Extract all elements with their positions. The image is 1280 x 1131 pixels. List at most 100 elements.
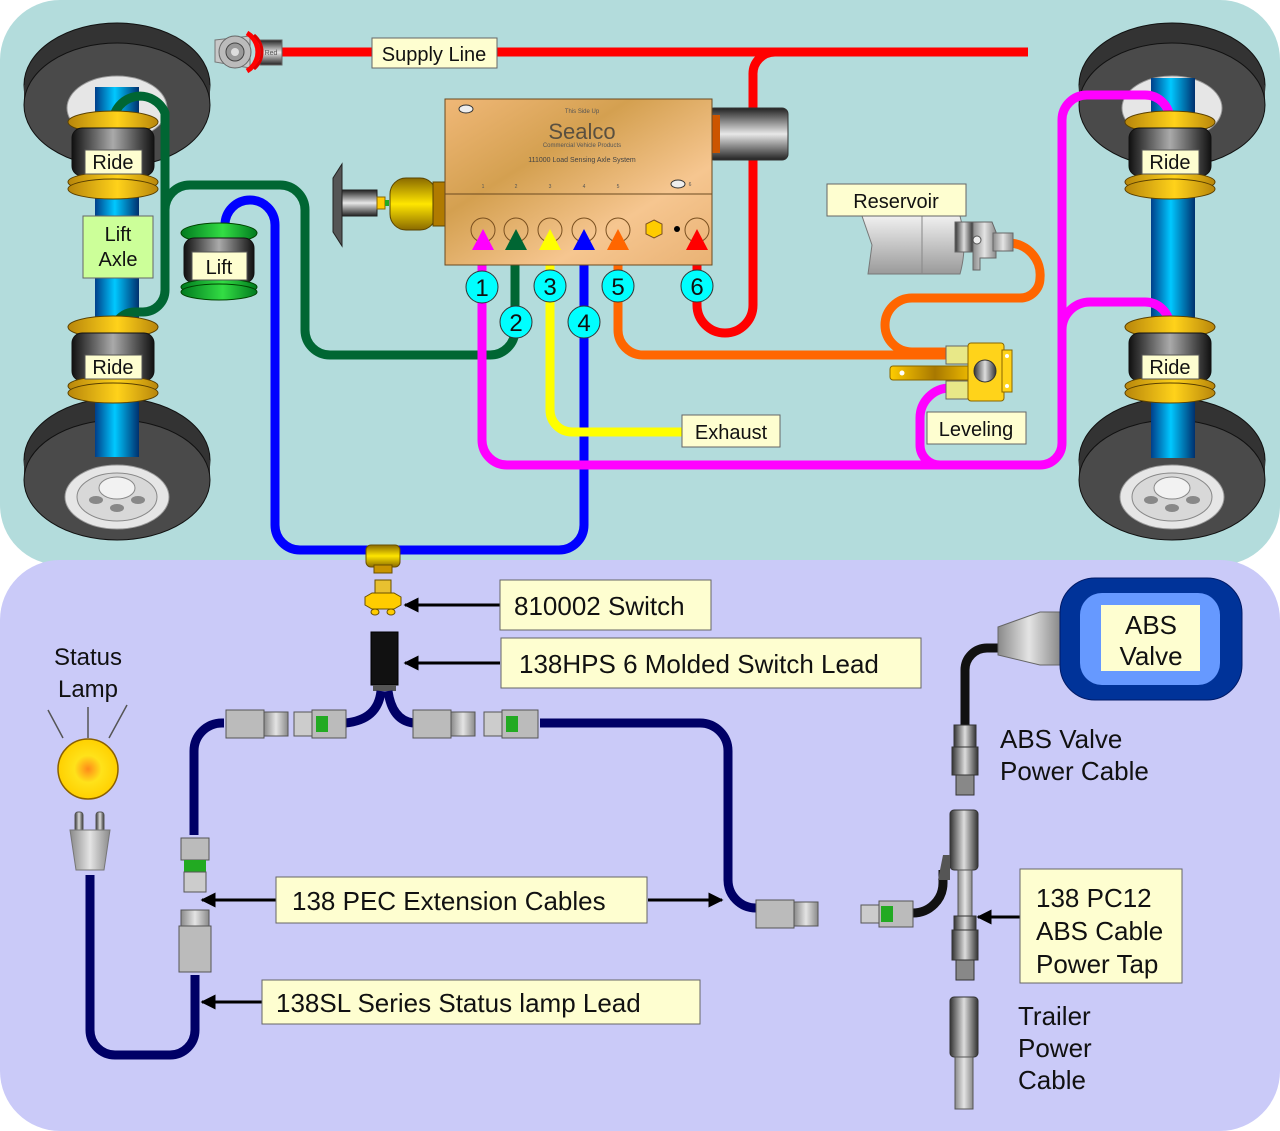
- lift-axle-label-box: Lift Axle: [82, 215, 154, 279]
- extension-cable-left: [189, 718, 227, 835]
- callout-switch-lead-label: 138HPS 6 Molded Switch Lead: [519, 649, 879, 679]
- port-5-hose: [613, 245, 950, 360]
- lift-axle-label-line2: Axle: [99, 249, 138, 271]
- abs-power-cable-connector: [951, 724, 979, 796]
- callout-extension-cables-label: 138 PEC Extension Cables: [292, 886, 606, 916]
- svg-text:5: 5: [611, 274, 624, 301]
- air-bag-ride-right-bottom: Ride: [1124, 315, 1216, 404]
- abs-valve-cable: [960, 643, 1000, 725]
- leveling-magenta-hose: [915, 383, 951, 470]
- ride-label: Ride: [1149, 357, 1190, 379]
- ride-label: Ride: [1149, 152, 1190, 174]
- supply-line-label: Supply Line: [382, 44, 487, 66]
- right-axle-magenta-branch: [1057, 297, 1175, 331]
- port-badge-1: 1: [465, 270, 499, 304]
- lift-axle-label: Lift: [105, 224, 132, 246]
- power-tap-connector: [860, 900, 914, 928]
- abs-valve-label-line2: Valve: [1119, 641, 1182, 671]
- box-port-number: 4: [583, 184, 586, 190]
- port-4-hose: [220, 195, 589, 555]
- callout-power-tap: 138 PC12 ABS Cable Power Tap: [1019, 868, 1183, 984]
- port-badge-2: 2: [499, 305, 533, 339]
- connector-plug: [225, 709, 289, 739]
- port-badge-4: 4: [567, 305, 601, 339]
- lift-label: Lift: [206, 257, 233, 279]
- status-lamp: [47, 704, 128, 800]
- ride-label: Ride: [92, 357, 133, 379]
- abs-power-cable-label-line2: Power Cable: [1000, 756, 1149, 786]
- brand-name: Sealco: [548, 119, 615, 144]
- port-2-hose: [160, 180, 520, 360]
- callout-status-lamp-lead: 138SL Series Status lamp Lead: [261, 979, 701, 1025]
- trailer-power-cable-label-line2: Power: [1018, 1033, 1092, 1063]
- reservoir-tank: [861, 215, 1014, 275]
- wheel-right-bottom: [1078, 397, 1266, 541]
- svg-text:1: 1: [475, 275, 488, 302]
- trailer-power-cable-label-line3: Cable: [1018, 1065, 1086, 1095]
- box-port-number: 2: [515, 184, 518, 190]
- reservoir-orange-hose: [880, 238, 1045, 357]
- status-lamp-label-line2: Lamp: [58, 676, 118, 703]
- callout-switch-label: 810002 Switch: [514, 591, 685, 621]
- trailer-power-cable-label: Trailer: [1018, 1001, 1091, 1031]
- glad-hand-tag: Red: [265, 50, 278, 57]
- callout-extension-cables: 138 PEC Extension Cables: [275, 876, 648, 924]
- svg-text:4: 4: [577, 310, 590, 337]
- abs-power-cable-label: ABS Valve: [1000, 724, 1122, 754]
- leveling-valve: [889, 342, 1013, 402]
- brass-tee-fitting: [365, 544, 401, 574]
- connector-receptacle-vertical: [180, 837, 210, 893]
- port-badge-3: 3: [533, 269, 567, 303]
- port-badges: 1 2 3 4 5 6: [465, 269, 714, 339]
- svg-text:6: 6: [690, 274, 703, 301]
- status-lamp-plug: [69, 811, 111, 871]
- callout-status-lamp-lead-label: 138SL Series Status lamp Lead: [276, 988, 641, 1018]
- connector-plug-vertical: [178, 909, 212, 973]
- status-lamp-lead-cable: [85, 875, 200, 1060]
- leveling-label-box: Leveling: [926, 411, 1027, 445]
- callout-power-tap-line3: Power Tap: [1036, 949, 1158, 979]
- port-1-hose: [477, 90, 1175, 470]
- abs-valve-label: ABS: [1125, 610, 1177, 640]
- wheel-left-bottom: [23, 397, 211, 541]
- pressure-switch: [364, 579, 402, 616]
- connector-receptacle: [483, 709, 539, 739]
- supply-line-label-box: Supply Line: [371, 37, 498, 69]
- abs-valve: ABS Valve: [997, 577, 1243, 701]
- reservoir-label-box: Reservoir: [826, 183, 967, 217]
- port-6-hose: [692, 47, 776, 338]
- air-bag-ride-right-top: Ride: [1124, 110, 1216, 200]
- callout-switch-lead: 138HPS 6 Molded Switch Lead: [500, 637, 922, 689]
- air-bag-lift: Lift: [180, 222, 258, 301]
- connector-plug: [755, 899, 819, 929]
- sealco-control-valve: This Side Up Sealco Commercial Vehicle P…: [332, 98, 789, 266]
- product-name: 111000 Load Sensing Axle System: [528, 157, 636, 164]
- red-glad-hand: Red: [214, 30, 283, 74]
- air-bag-ride-left-top: Ride: [67, 110, 159, 200]
- molded-switch-lead: [370, 631, 399, 691]
- svg-text:3: 3: [543, 274, 556, 301]
- callout-power-tap-line2: ABS Cable: [1036, 916, 1163, 946]
- box-port-number: 1: [482, 184, 485, 190]
- svg-text:2: 2: [509, 310, 522, 337]
- callout-switch: 810002 Switch: [499, 579, 712, 631]
- exhaust-label-box: Exhaust: [681, 414, 781, 448]
- air-bag-ride-left-bottom: Ride: [67, 315, 159, 404]
- power-tap-branch-cable: [912, 870, 948, 918]
- exhaust-label: Exhaust: [695, 422, 768, 444]
- port-badge-6: 6: [680, 269, 714, 303]
- box-port-number: 5: [617, 184, 620, 190]
- extension-cable-right: [540, 718, 757, 913]
- lift-axle-green-hose: [108, 91, 170, 335]
- box-port-number: 3: [549, 184, 552, 190]
- box-port-number: 6: [689, 182, 692, 188]
- ride-label: Ride: [92, 152, 133, 174]
- status-lamp-label: Status: [54, 644, 122, 671]
- brand-tagline: Commercial Vehicle Products: [543, 143, 621, 149]
- port-3-hose: [545, 245, 682, 437]
- reservoir-label: Reservoir: [853, 191, 939, 213]
- connector-plug: [412, 709, 476, 739]
- leveling-label: Leveling: [939, 419, 1014, 441]
- callout-power-tap-line1: 138 PC12: [1036, 883, 1152, 913]
